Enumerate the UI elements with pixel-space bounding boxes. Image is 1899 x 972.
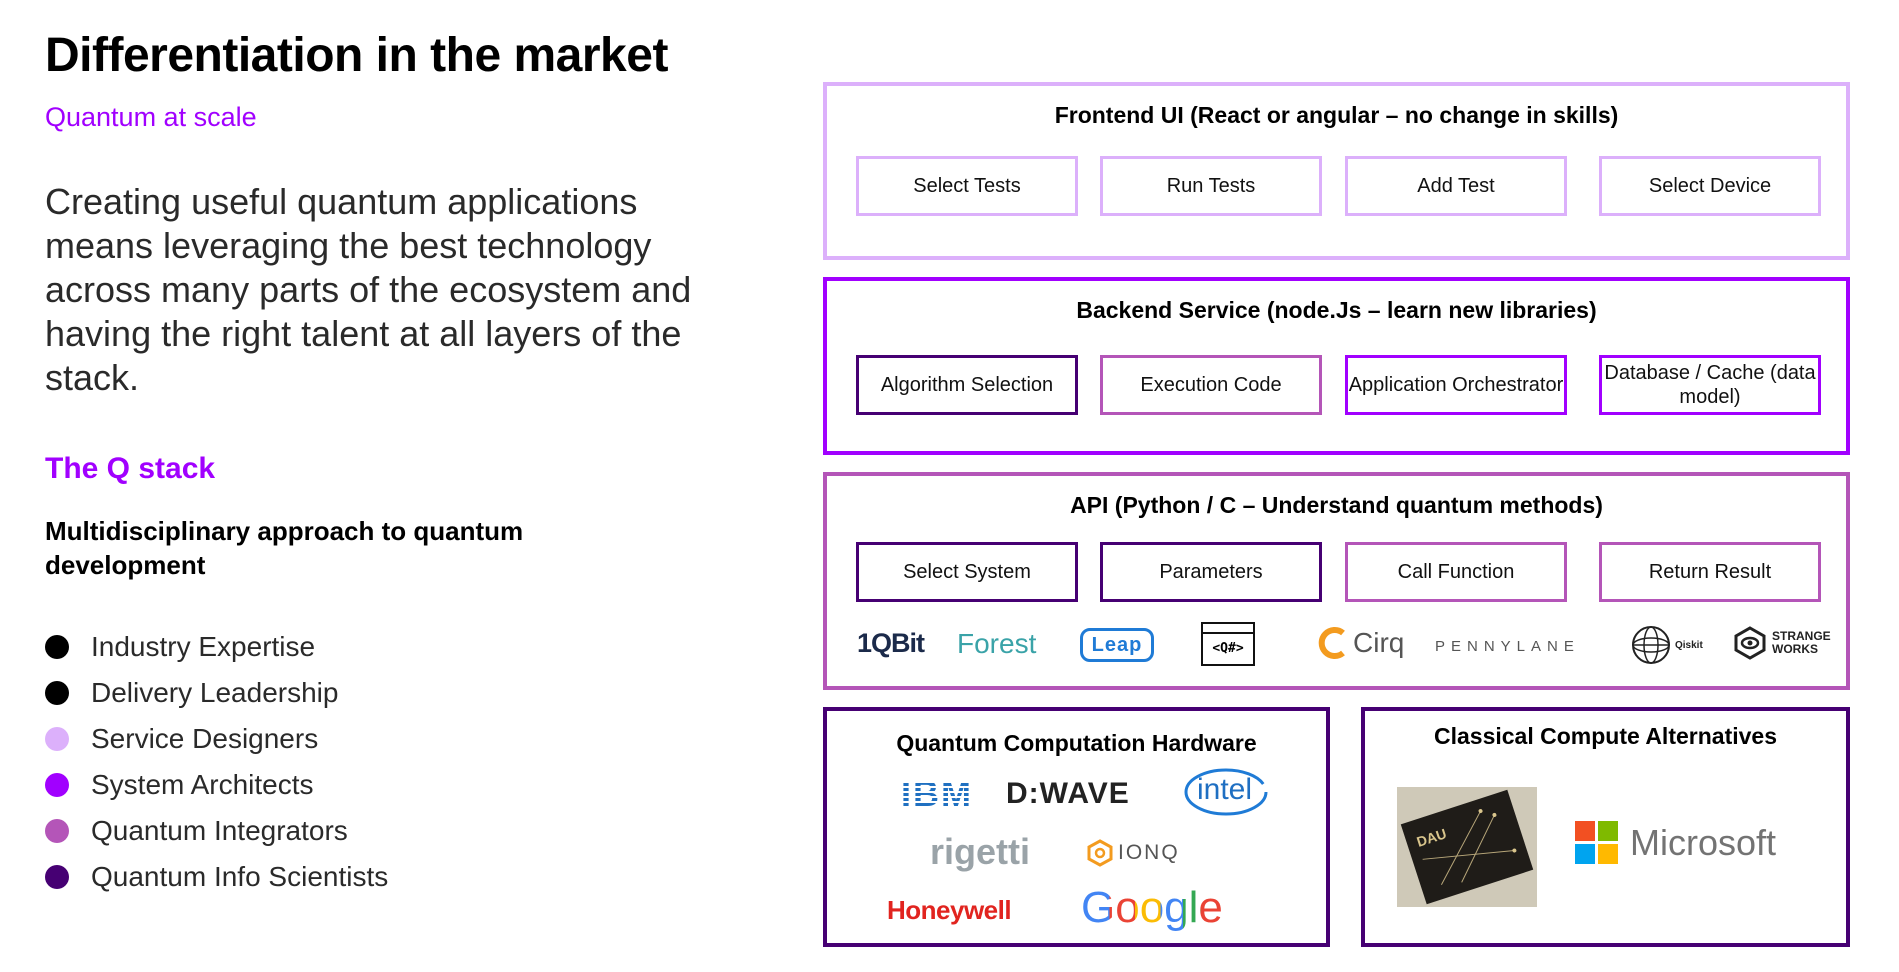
- qiskit-icon: [1632, 626, 1670, 664]
- onequbit-text: 1QBit: [857, 628, 925, 658]
- legend-dot: [45, 819, 69, 843]
- dau-chip-pattern: [1422, 809, 1517, 885]
- honeywell-text: Honeywell: [887, 895, 1012, 925]
- legend-dot: [45, 681, 69, 705]
- qiskit-logo: Qiskit: [1630, 624, 1703, 666]
- backend-panel: Backend Service (node.Js – learn new lib…: [823, 277, 1850, 455]
- strangeworks-text-1: STRANGE: [1772, 629, 1831, 643]
- rigetti-logo: rigetti: [930, 831, 1030, 873]
- microsoft-square-yellow: [1598, 844, 1618, 864]
- intel-logo: intel: [1184, 768, 1268, 816]
- leap-logo: Leap: [1080, 628, 1154, 662]
- microsoft-square-green: [1598, 821, 1618, 841]
- legend-label: Quantum Info Scientists: [91, 861, 389, 892]
- select-system-box: Select System: [856, 542, 1078, 602]
- api-title: API (Python / C – Understand quantum met…: [1070, 492, 1603, 518]
- parameters-box: Parameters: [1100, 542, 1322, 602]
- legend-item: Industry Expertise: [45, 624, 388, 670]
- ibm-text: IBM: [901, 773, 973, 814]
- ionq-icon: [1087, 839, 1113, 867]
- dwave-text: D:WAVE: [1006, 777, 1130, 810]
- call-function-box: Call Function: [1345, 542, 1567, 602]
- classical-panel: Classical Compute Alternatives DAU Micro…: [1361, 707, 1850, 947]
- strangeworks-wordmark: STRANGE WORKS: [1772, 630, 1831, 656]
- cirq-logo: Cirq: [1317, 626, 1404, 660]
- pennylane-text: PENNYLANE: [1435, 638, 1580, 655]
- select-device-box: Select Device: [1599, 156, 1821, 216]
- cirq-icon: [1318, 627, 1345, 659]
- legend-dot: [45, 635, 69, 659]
- hardware-panel: Quantum Computation Hardware IBM D:WAVE …: [823, 707, 1330, 947]
- select-tests-box: Select Tests: [856, 156, 1078, 216]
- add-test-box: Add Test: [1345, 156, 1567, 216]
- legend-label: Delivery Leadership: [91, 677, 339, 708]
- legend-label: Quantum Integrators: [91, 815, 348, 846]
- dau-chip-image: DAU: [1397, 787, 1537, 907]
- qstack-subheading: Multidisciplinary approach to quantum de…: [45, 516, 524, 580]
- ibm-logo: IBM: [901, 773, 973, 815]
- microsoft-logo: Microsoft: [1575, 821, 1776, 864]
- run-tests-box: Run Tests: [1100, 156, 1322, 216]
- strangeworks-icon: [1734, 626, 1766, 660]
- legend-label: System Architects: [91, 769, 314, 800]
- google-text: Google: [1081, 883, 1223, 932]
- intel-text: intel: [1197, 773, 1253, 806]
- legend-dot: [45, 727, 69, 751]
- rigetti-text: rigetti: [930, 831, 1031, 872]
- microsoft-text: Microsoft: [1630, 821, 1777, 863]
- ionq-logo: IONQ: [1087, 839, 1180, 867]
- legend-dot: [45, 773, 69, 797]
- strangeworks-text-2: WORKS: [1772, 642, 1818, 656]
- microsoft-square-blue: [1575, 844, 1595, 864]
- api-panel: API (Python / C – Understand quantum met…: [823, 472, 1850, 690]
- legend-item: System Architects: [45, 762, 388, 808]
- pennylane-logo: PENNYLANE: [1435, 638, 1580, 655]
- hardware-title: Quantum Computation Hardware: [896, 730, 1257, 756]
- intro-paragraph: Creating useful quantum applications mea…: [45, 181, 692, 398]
- dau-chip-body: DAU: [1400, 789, 1534, 905]
- qiskit-text: Qiskit: [1675, 639, 1703, 651]
- classical-title: Classical Compute Alternatives: [1434, 723, 1777, 749]
- page-title: Differentiation in the market: [45, 29, 668, 82]
- algorithm-selection-box: Algorithm Selection: [856, 355, 1078, 415]
- frontend-panel: Frontend UI (React or angular – no chang…: [823, 82, 1850, 260]
- legend-label: Service Designers: [91, 723, 319, 754]
- execution-code-box: Execution Code: [1100, 355, 1322, 415]
- legend-dot: [45, 865, 69, 889]
- database-cache-box: Database / Cache (data model): [1599, 355, 1821, 415]
- microsoft-icon: [1575, 821, 1618, 864]
- google-logo: Google: [1081, 883, 1223, 933]
- forest-text: Forest: [957, 628, 1037, 659]
- honeywell-logo: Honeywell: [887, 895, 1012, 926]
- forest-logo: Forest: [957, 628, 1036, 660]
- intel-swoosh-icon: [1184, 768, 1268, 816]
- onequbit-logo: 1QBit: [857, 628, 925, 659]
- qsharp-window-bar: [1203, 624, 1253, 634]
- qstack-heading: The Q stack: [45, 452, 216, 485]
- ionq-text: IONQ: [1118, 841, 1180, 864]
- legend-item: Delivery Leadership: [45, 670, 388, 716]
- legend-item: Service Designers: [45, 716, 388, 762]
- role-legend: Industry Expertise Delivery Leadership S…: [45, 624, 388, 900]
- frontend-title: Frontend UI (React or angular – no chang…: [1054, 102, 1619, 128]
- strangeworks-logo: STRANGE WORKS: [1733, 626, 1831, 660]
- leap-text: Leap: [1091, 633, 1143, 656]
- dwave-logo: D:WAVE: [1006, 777, 1130, 811]
- legend-item: Quantum Info Scientists: [45, 854, 388, 900]
- qsharp-logo: <Q#>: [1201, 622, 1255, 666]
- cirq-text: Cirq: [1353, 627, 1405, 658]
- application-orchestrator-box: Application Orchestrator: [1345, 355, 1567, 415]
- microsoft-square-red: [1575, 821, 1595, 841]
- page-subtitle: Quantum at scale: [45, 102, 257, 132]
- legend-label: Industry Expertise: [91, 631, 316, 662]
- return-result-box: Return Result: [1599, 542, 1821, 602]
- qsharp-text: <Q#>: [1212, 641, 1244, 656]
- legend-item: Quantum Integrators: [45, 808, 388, 854]
- backend-title: Backend Service (node.Js – learn new lib…: [1076, 297, 1597, 323]
